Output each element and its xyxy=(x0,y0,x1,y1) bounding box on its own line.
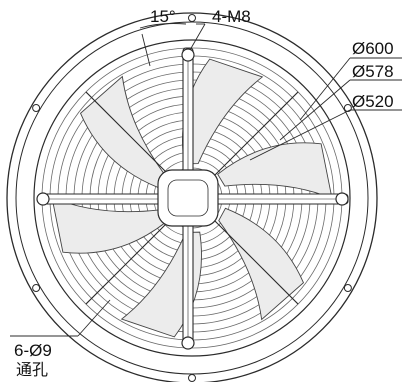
flange-hole xyxy=(32,104,41,112)
holes-leader xyxy=(77,299,111,337)
flange-hole xyxy=(188,374,196,382)
dia578-label: Ø578 xyxy=(352,62,394,81)
dimension-leaders xyxy=(10,23,402,337)
diagonal-strut xyxy=(212,218,299,305)
dia520-label: Ø520 xyxy=(352,92,394,111)
angle-label: 15° xyxy=(150,7,176,26)
fan-blades xyxy=(51,58,333,338)
flange-hole xyxy=(32,284,41,292)
flange-hole xyxy=(343,284,352,292)
diagonal-strut xyxy=(212,91,299,178)
dia600-label: Ø600 xyxy=(352,39,394,58)
holes-label: 6-Ø9 xyxy=(14,341,52,360)
flange-holes xyxy=(32,14,352,382)
fan-blade xyxy=(217,142,333,200)
fan-blade xyxy=(80,75,166,189)
fan-blade xyxy=(182,58,264,165)
motor-hub xyxy=(157,169,219,227)
angle-arc xyxy=(139,23,187,29)
fan-blade xyxy=(120,231,202,338)
holes-note-label: 通孔 xyxy=(16,362,49,379)
dia520-leader xyxy=(249,109,351,161)
fan-blade xyxy=(218,207,304,321)
angle-leader xyxy=(141,33,151,67)
diagonal-strut xyxy=(85,91,172,178)
bar-end-holes xyxy=(36,48,349,350)
thread-leader xyxy=(189,23,206,51)
flange-hole xyxy=(188,14,196,22)
dia600-leader xyxy=(299,57,351,121)
dia578-leader xyxy=(279,79,351,141)
diagonal-struts xyxy=(85,91,299,305)
fan-blade xyxy=(51,196,167,254)
diagonal-strut xyxy=(85,218,172,305)
thread-label: 4-M8 xyxy=(212,7,251,26)
